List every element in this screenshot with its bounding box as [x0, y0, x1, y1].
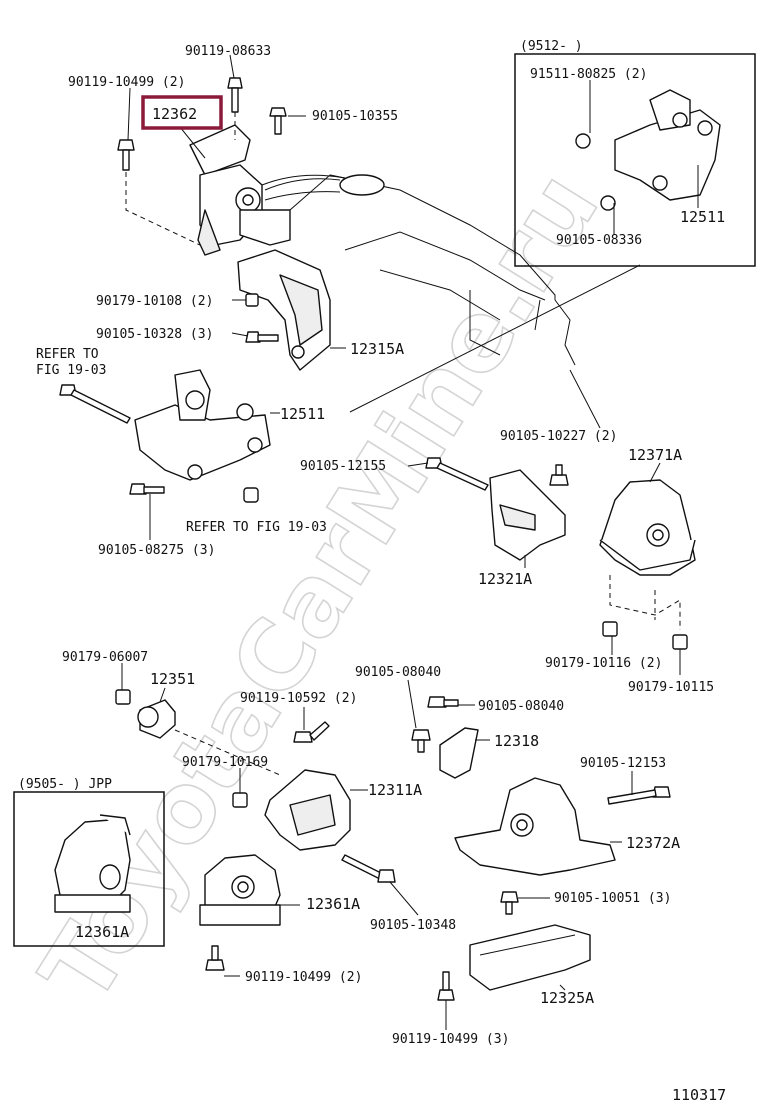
label-refer-to-a: REFER TO	[36, 347, 99, 362]
bolt-90105-12153[interactable]	[607, 786, 671, 805]
label-90105-08336[interactable]: 90105-08336	[556, 233, 642, 248]
label-90179-10108[interactable]: 90179-10108 (2)	[96, 294, 213, 309]
part-12511-inset-mount[interactable]	[614, 89, 721, 201]
label-90179-10116[interactable]: 90179-10116 (2)	[545, 656, 662, 671]
bolt-90105-10348[interactable]	[341, 854, 396, 883]
label-90119-10499-2[interactable]: 90119-10499 (2)	[245, 970, 362, 985]
page-code: 110317	[672, 1086, 726, 1104]
part-12351-bushing[interactable]	[137, 699, 176, 739]
label-90119-10499-top[interactable]: 90119-10499 (2)	[68, 75, 185, 90]
part-12511-mount[interactable]	[134, 369, 271, 481]
part-12362-mount[interactable]	[189, 124, 346, 256]
label-90119-10592[interactable]: 90119-10592 (2)	[240, 691, 357, 706]
bolt-90119-10592[interactable]	[293, 721, 330, 743]
label-90179-10115[interactable]: 90179-10115	[628, 680, 714, 695]
label-12361A-inset[interactable]: 12361A	[75, 923, 129, 941]
label-90105-08040-b[interactable]: 90105-08040	[478, 699, 564, 714]
label-12315A[interactable]: 12315A	[350, 340, 404, 358]
label-90105-12153[interactable]: 90105-12153	[580, 756, 666, 771]
label-12311A[interactable]: 12311A	[368, 781, 422, 799]
nut-refer-19-03[interactable]	[243, 487, 259, 503]
label-90179-06007[interactable]: 90179-06007	[62, 650, 148, 665]
bolt-90119-10499-2[interactable]	[205, 945, 225, 971]
label-90105-12155[interactable]: 90105-12155	[300, 459, 386, 474]
bolt-90105-12155[interactable]	[425, 457, 489, 491]
label-12511[interactable]: 12511	[280, 405, 325, 423]
bolt-90119-08633[interactable]	[227, 77, 243, 113]
label-90105-10328[interactable]: 90105-10328 (3)	[96, 327, 213, 342]
label-12351[interactable]: 12351	[150, 670, 195, 688]
label-refer-to-fig-19-03-b: REFER TO FIG 19-03	[186, 520, 327, 535]
label-90105-08275[interactable]: 90105-08275 (3)	[98, 543, 215, 558]
bolt-90105-08040-a[interactable]	[411, 729, 431, 753]
label-90119-08633[interactable]: 90119-08633	[185, 44, 271, 59]
leader-lines	[121, 54, 699, 1030]
nut-90179-10108[interactable]	[245, 293, 259, 307]
engine-block	[264, 174, 576, 366]
part-12372A-mount[interactable]	[454, 777, 616, 876]
inset-leader-line	[349, 264, 641, 413]
label-12371A[interactable]: 12371A	[628, 446, 682, 464]
part-12325A-plate[interactable]	[469, 924, 591, 991]
part-12371A-mount[interactable]	[599, 479, 696, 576]
label-12362[interactable]: 12362	[152, 105, 197, 123]
nut-90179-10116[interactable]	[602, 621, 618, 637]
bolt-90105-10328[interactable]	[245, 331, 279, 343]
marker-b-icon	[600, 195, 616, 211]
label-12321A[interactable]: 12321A	[478, 570, 532, 588]
inset-box-bottom-left	[13, 791, 165, 947]
nut-90179-10169[interactable]	[232, 792, 248, 808]
bolt-90105-10355[interactable]	[269, 107, 287, 135]
inset-box-top-right	[514, 53, 756, 267]
bolt-90105-08275[interactable]	[129, 483, 165, 495]
label-90105-10051[interactable]: 90105-10051 (3)	[554, 891, 671, 906]
bolt-long-refer-19-03[interactable]	[59, 384, 131, 424]
marker-b-icon	[575, 133, 591, 149]
label-12372A[interactable]: 12372A	[626, 834, 680, 852]
bolt-90105-10227[interactable]	[549, 464, 569, 486]
label-91511-80825[interactable]: 91511-80825 (2)	[530, 67, 647, 82]
bolt-90105-10051[interactable]	[500, 891, 519, 915]
label-12325A[interactable]: 12325A	[540, 989, 594, 1007]
label-90179-10169[interactable]: 90179-10169	[182, 755, 268, 770]
part-12321A-bracket[interactable]	[489, 469, 566, 561]
part-labels: 12362 90119-08633 90119-10499 (2) 90105-…	[18, 39, 726, 1104]
label-90105-08040-a[interactable]: 90105-08040	[355, 665, 441, 680]
highlight-box-12362[interactable]	[141, 95, 223, 130]
label-90119-10499-3[interactable]: 90119-10499 (3)	[392, 1032, 509, 1047]
bolt-90105-08040-b[interactable]	[427, 696, 459, 708]
inset-bottom-left-range: (9505- ) JPP	[18, 777, 112, 792]
label-12361A[interactable]: 12361A	[306, 895, 360, 913]
part-12315A-bracket[interactable]	[237, 249, 331, 371]
label-90105-10227[interactable]: 90105-10227 (2)	[500, 429, 617, 444]
nut-90179-10115[interactable]	[672, 634, 688, 650]
part-12318-bracket[interactable]	[439, 727, 479, 779]
label-90105-10355[interactable]: 90105-10355	[312, 109, 398, 124]
bolt-90119-10499-top[interactable]	[117, 139, 135, 171]
bolt-90119-10499-3[interactable]	[437, 971, 455, 1001]
label-90105-10348[interactable]: 90105-10348	[370, 918, 456, 933]
label-12511-inset[interactable]: 12511	[680, 208, 725, 226]
nut-90179-06007[interactable]	[115, 689, 131, 705]
part-12361A-mount[interactable]	[199, 854, 281, 926]
part-12311A-bracket[interactable]	[264, 769, 351, 851]
label-12318[interactable]: 12318	[494, 732, 539, 750]
label-fig-19-03-a: FIG 19-03	[36, 363, 106, 378]
part-12361A-inset-mount[interactable]	[54, 814, 131, 913]
inset-top-right-range: (9512- )	[520, 39, 583, 54]
